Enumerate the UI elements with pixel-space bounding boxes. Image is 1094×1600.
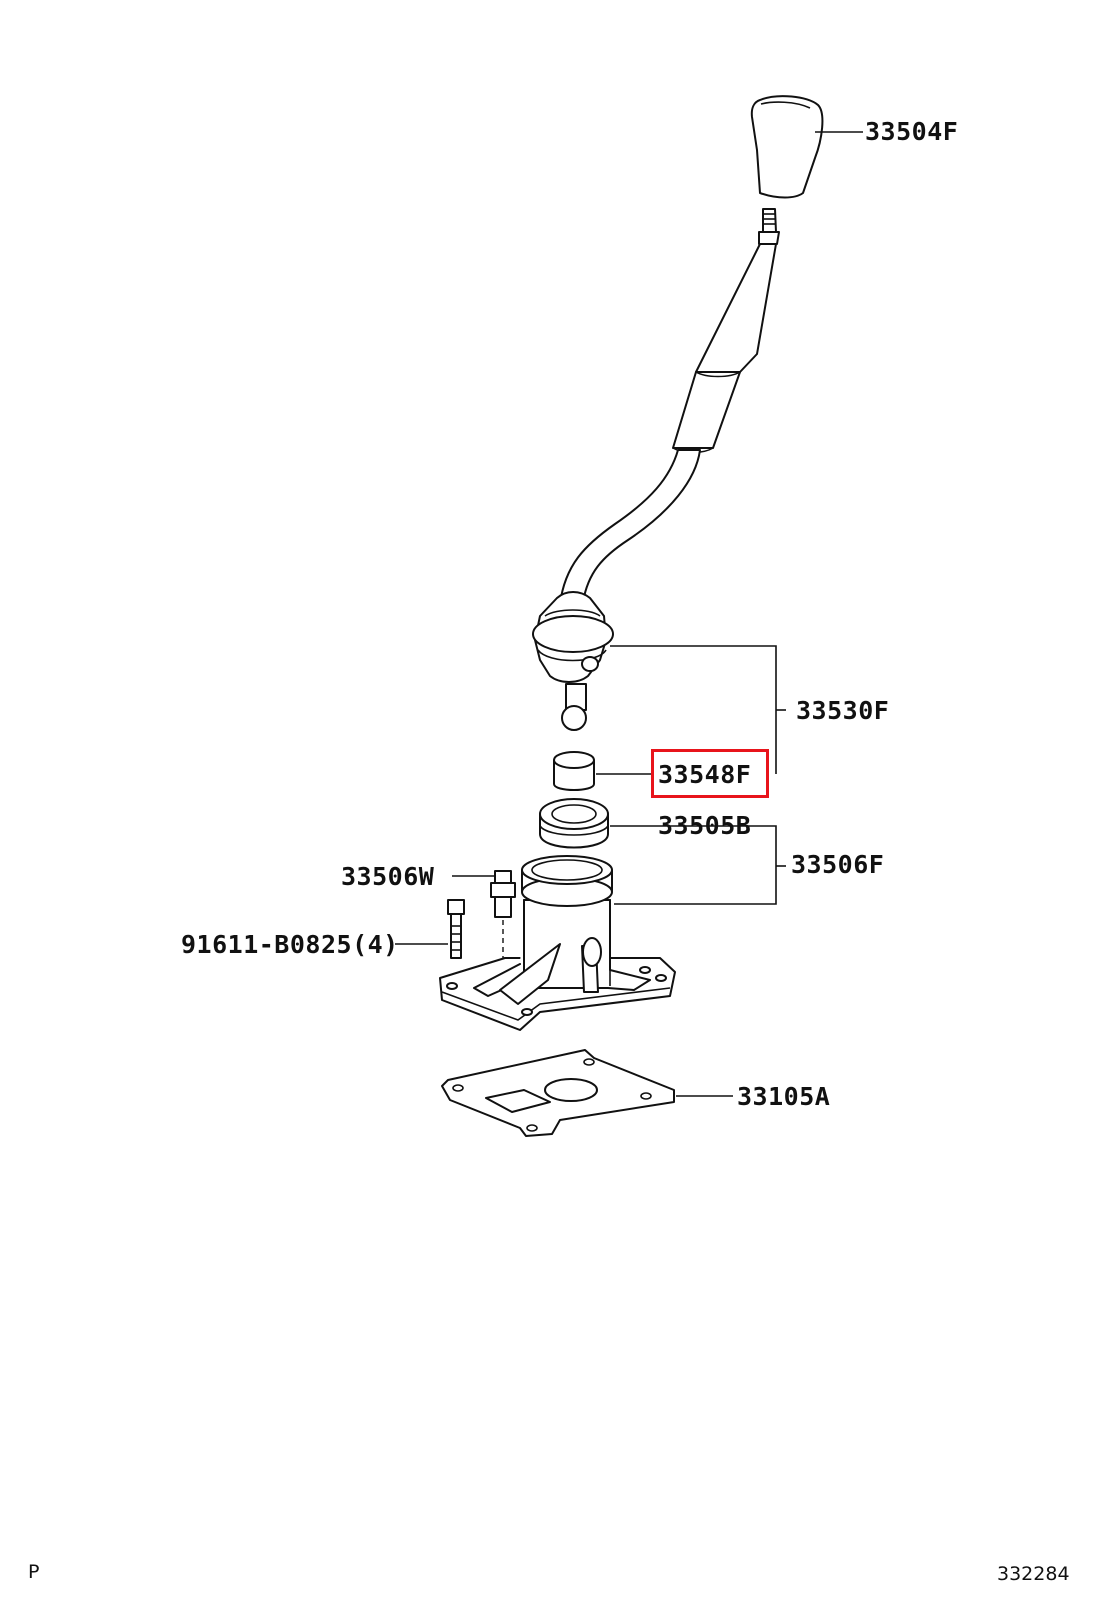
gasket-part[interactable] <box>441 1049 675 1137</box>
bushing-part[interactable] <box>553 751 595 791</box>
retainer-base-part[interactable] <box>439 855 676 1031</box>
footer-left-mark: P <box>28 1561 40 1583</box>
label-33506f[interactable]: 33506F <box>791 850 885 879</box>
label-33105a[interactable]: 33105A <box>737 1082 831 1111</box>
label-33504f[interactable]: 33504F <box>865 117 959 146</box>
lever-shaft-upper <box>695 243 777 373</box>
pin-part[interactable] <box>490 870 516 975</box>
label-91611-b0825[interactable]: 91611-B0825(4) <box>181 930 399 959</box>
bolt-part[interactable] <box>447 899 465 959</box>
diagram-number: 332284 <box>997 1563 1070 1585</box>
label-33530f[interactable]: 33530F <box>796 696 890 725</box>
lever-shaft-lower <box>559 449 701 605</box>
seat-part[interactable] <box>539 798 609 849</box>
shift-knob-part[interactable] <box>750 95 824 199</box>
lever-ball-housing[interactable] <box>532 591 614 731</box>
leader-lines <box>395 131 863 1097</box>
highlight-box <box>651 749 769 798</box>
label-33548f[interactable]: 33548F <box>658 760 752 789</box>
lever-grip-sleeve <box>672 371 741 449</box>
lever-threaded-tip <box>758 208 780 245</box>
label-33505b[interactable]: 33505B <box>658 811 752 840</box>
label-33506w[interactable]: 33506W <box>341 862 435 891</box>
